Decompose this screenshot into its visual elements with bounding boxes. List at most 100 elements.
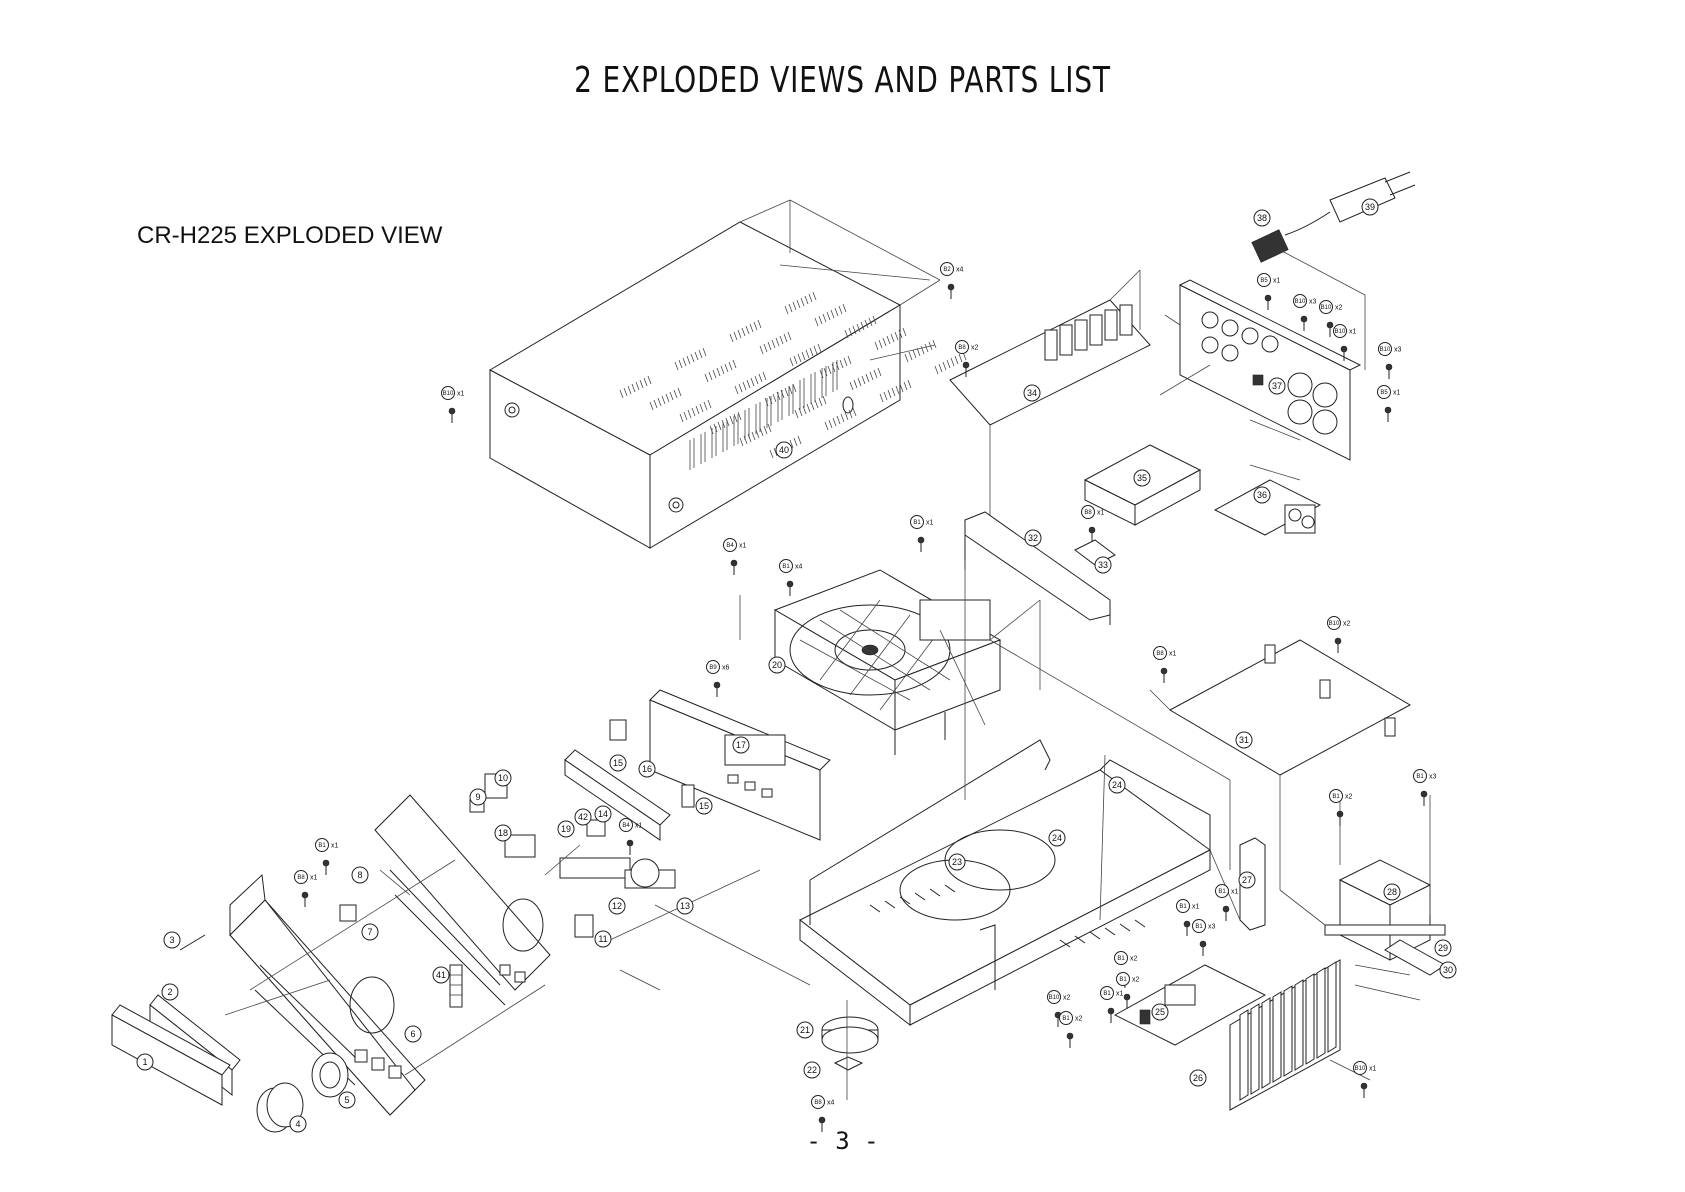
part-callout-40: 40	[775, 441, 793, 459]
svg-text:20: 20	[772, 660, 782, 670]
svg-text:x1: x1	[1393, 390, 1401, 397]
screw-icon	[1420, 790, 1428, 798]
svg-text:9: 9	[475, 792, 480, 802]
svg-text:B10: B10	[1321, 305, 1332, 311]
svg-text:x1: x1	[457, 391, 465, 398]
part-callout-37: 37	[1268, 377, 1286, 395]
svg-text:19: 19	[561, 824, 571, 834]
part-callout-13: 13	[676, 897, 694, 915]
svg-text:B4: B4	[726, 543, 734, 549]
part-callout-29: 29	[1434, 939, 1452, 957]
part-callout-19: 19	[557, 820, 575, 838]
svg-text:3: 3	[169, 935, 174, 945]
svg-text:B8: B8	[1084, 510, 1092, 516]
svg-text:B1: B1	[782, 564, 790, 570]
svg-text:1: 1	[142, 1057, 147, 1067]
svg-text:x6: x6	[722, 665, 730, 672]
svg-text:7: 7	[367, 927, 372, 937]
part-callout-7: 7	[361, 923, 379, 941]
svg-text:22: 22	[807, 1065, 817, 1075]
svg-text:38: 38	[1257, 213, 1267, 223]
part-callout-31: 31	[1235, 731, 1253, 749]
svg-text:B10: B10	[1329, 621, 1340, 627]
svg-text:x1: x1	[635, 823, 643, 830]
svg-text:B1: B1	[913, 520, 921, 526]
pcb-31	[1168, 639, 1412, 776]
svg-text:x4: x4	[795, 564, 803, 571]
part-callout-15: 15	[695, 797, 713, 815]
svg-text:x3: x3	[1394, 347, 1402, 354]
part-callout-26: 26	[1189, 1069, 1207, 1087]
screw-callout-b1: B1 x4	[779, 559, 803, 573]
part-callout-14: 14	[594, 805, 612, 823]
svg-text:13: 13	[680, 901, 690, 911]
screw-icon	[1123, 993, 1131, 1001]
part-callout-24: 24	[1108, 776, 1126, 794]
screw-icon	[626, 839, 634, 847]
part-callout-18: 18	[494, 824, 512, 842]
part-callout-11: 11	[594, 930, 612, 948]
screw-icon	[1088, 526, 1096, 534]
screw-icon	[1199, 940, 1207, 948]
svg-text:x2: x2	[971, 345, 979, 352]
svg-text:x4: x4	[827, 1100, 835, 1107]
screw-icon	[730, 559, 738, 567]
screw-icon	[1385, 363, 1393, 371]
screw-callout-b1: B1 x3	[1413, 769, 1437, 783]
part-callout-34: 34	[1023, 384, 1041, 402]
svg-text:37: 37	[1272, 381, 1282, 391]
svg-text:36: 36	[1257, 490, 1267, 500]
svg-text:21: 21	[800, 1025, 810, 1035]
part-callout-23: 23	[948, 853, 966, 871]
svg-text:18: 18	[498, 828, 508, 838]
svg-text:17: 17	[736, 740, 746, 750]
svg-text:x3: x3	[1429, 774, 1437, 781]
page-number: - 3 -	[806, 1127, 879, 1155]
svg-text:x1: x1	[1349, 329, 1357, 336]
svg-text:6: 6	[410, 1029, 415, 1039]
svg-text:10: 10	[498, 773, 508, 783]
svg-text:29: 29	[1438, 943, 1448, 953]
diagram-subtitle: CR-H225 EXPLODED VIEW	[137, 222, 443, 249]
top-cover	[488, 199, 967, 549]
screw-icon	[448, 407, 456, 415]
svg-text:34: 34	[1027, 388, 1037, 398]
part-callout-9: 9	[469, 788, 487, 806]
svg-text:x3: x3	[1208, 924, 1216, 931]
svg-text:x1: x1	[1273, 278, 1281, 285]
screw-callout-b4: B4 x1	[723, 538, 747, 552]
screw-icon	[1326, 321, 1334, 329]
svg-text:x1: x1	[1192, 904, 1200, 911]
svg-text:12: 12	[612, 901, 622, 911]
page-title: 2 EXPLODED VIEWS AND PARTS LIST	[574, 60, 1111, 101]
svg-text:40: 40	[779, 445, 789, 455]
svg-text:B1: B1	[1416, 774, 1424, 780]
part-callout-30: 30	[1439, 961, 1457, 979]
screw-icon	[1340, 345, 1348, 353]
part-callout-32: 32	[1024, 529, 1042, 547]
svg-text:x2: x2	[1343, 621, 1351, 628]
svg-text:B4: B4	[622, 823, 630, 829]
part-callout-33: 33	[1094, 556, 1112, 574]
svg-text:x1: x1	[739, 543, 747, 550]
svg-text:x1: x1	[1116, 991, 1124, 998]
svg-text:42: 42	[578, 812, 588, 822]
screw-icon	[1222, 905, 1230, 913]
part-callout-17: 17	[732, 736, 750, 754]
part-callout-36: 36	[1253, 486, 1271, 504]
display-pcb-17	[649, 689, 831, 841]
part-callout-27: 27	[1238, 871, 1256, 889]
heatsink	[1229, 959, 1341, 1111]
part-callout-38: 38	[1253, 209, 1271, 227]
svg-text:B1: B1	[1117, 956, 1125, 962]
part-callout-1: 1	[136, 1053, 154, 1071]
